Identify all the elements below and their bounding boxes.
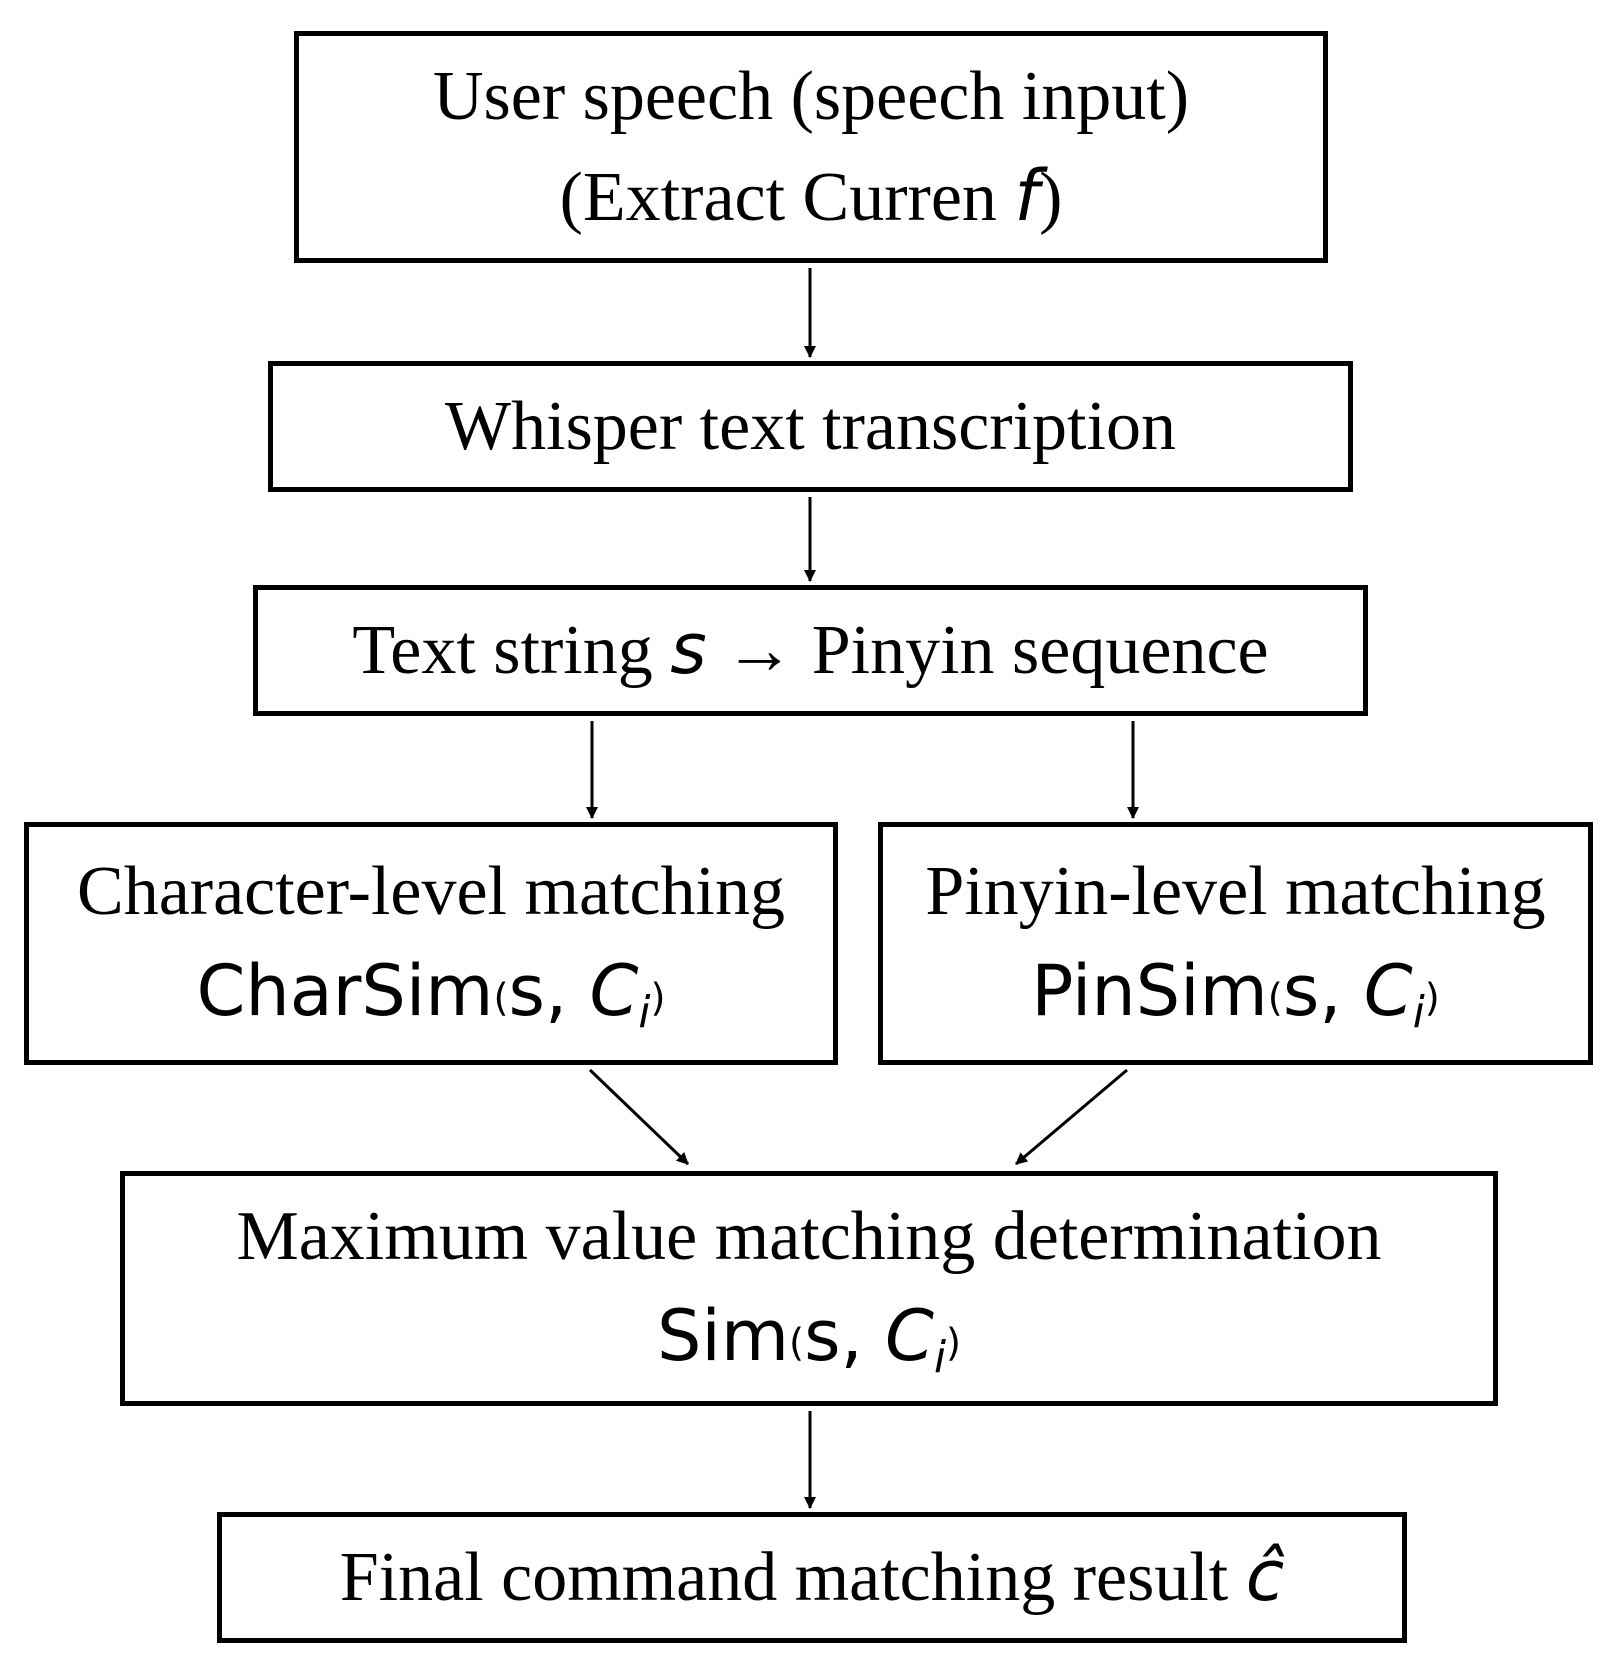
index-subscript: i xyxy=(638,987,651,1038)
character-matching-title: Character-level matching xyxy=(77,853,785,931)
final-result-box: Final command matching result ĉ xyxy=(217,1512,1407,1643)
candidate-variable: C xyxy=(1363,949,1413,1032)
user-speech-box: User speech (speech input) (Extract Curr… xyxy=(294,31,1328,263)
result-variable: ĉ xyxy=(1245,1535,1285,1618)
charsim-formula: CharSim(s, Ci) xyxy=(197,942,666,1045)
extract-label: (Extract Curren xyxy=(559,158,1015,236)
index-subscript: i xyxy=(1412,987,1425,1038)
arrow-char-to-max xyxy=(588,1068,690,1166)
whisper-label: Whisper text transcription xyxy=(445,387,1176,465)
close-paren: ) xyxy=(1424,975,1440,1021)
final-result-label: Final command matching result xyxy=(339,1539,1246,1617)
pinyin-matching-box: Pinyin-level matching PinSim(s, Ci) xyxy=(878,822,1593,1065)
open-paren: ( xyxy=(493,975,509,1021)
max-value-title: Maximum value matching determination xyxy=(236,1198,1382,1276)
index-subscript: i xyxy=(933,1332,946,1383)
open-paren: ( xyxy=(789,1320,805,1366)
sim-formula: Sim(s, Ci) xyxy=(657,1287,961,1390)
pinsim-arg: s, xyxy=(1282,949,1364,1032)
user-speech-line2: (Extract Curren f) xyxy=(560,147,1063,247)
sim-func: Sim xyxy=(656,1294,790,1377)
pinsim-formula: PinSim(s, Ci) xyxy=(1031,942,1440,1045)
pinsim-func: PinSim xyxy=(1031,949,1268,1032)
text-string-label: Text string xyxy=(352,612,671,690)
pinyin-sequence-label: Pinyin sequence xyxy=(811,612,1269,690)
user-speech-line1: User speech (speech input) xyxy=(432,58,1190,136)
whisper-transcription-box: Whisper text transcription xyxy=(268,361,1353,492)
max-value-box: Maximum value matching determination Sim… xyxy=(120,1171,1498,1406)
final-result-line: Final command matching result ĉ xyxy=(340,1527,1284,1627)
candidate-variable: C xyxy=(885,1294,934,1377)
feature-variable: f xyxy=(1014,154,1040,237)
conversion-arrow: → xyxy=(706,612,812,690)
arrow-pinyin-to-max xyxy=(1015,1068,1128,1166)
text-to-pinyin-line: Text string s → Pinyin sequence xyxy=(352,600,1268,700)
open-paren: ( xyxy=(1267,975,1283,1021)
character-matching-box: Character-level matching CharSim(s, Ci) xyxy=(24,822,838,1065)
charsim-arg: s, xyxy=(508,949,590,1032)
sim-arg: s, xyxy=(804,1294,886,1377)
string-variable: s xyxy=(670,608,707,691)
charsim-func: CharSim xyxy=(196,949,494,1032)
text-to-pinyin-box: Text string s → Pinyin sequence xyxy=(253,585,1368,716)
close-paren: ) xyxy=(650,975,666,1021)
close-paren: ) xyxy=(1039,158,1063,236)
close-paren: ) xyxy=(946,1320,962,1366)
candidate-variable: C xyxy=(589,949,639,1032)
pinyin-matching-title: Pinyin-level matching xyxy=(925,853,1546,931)
